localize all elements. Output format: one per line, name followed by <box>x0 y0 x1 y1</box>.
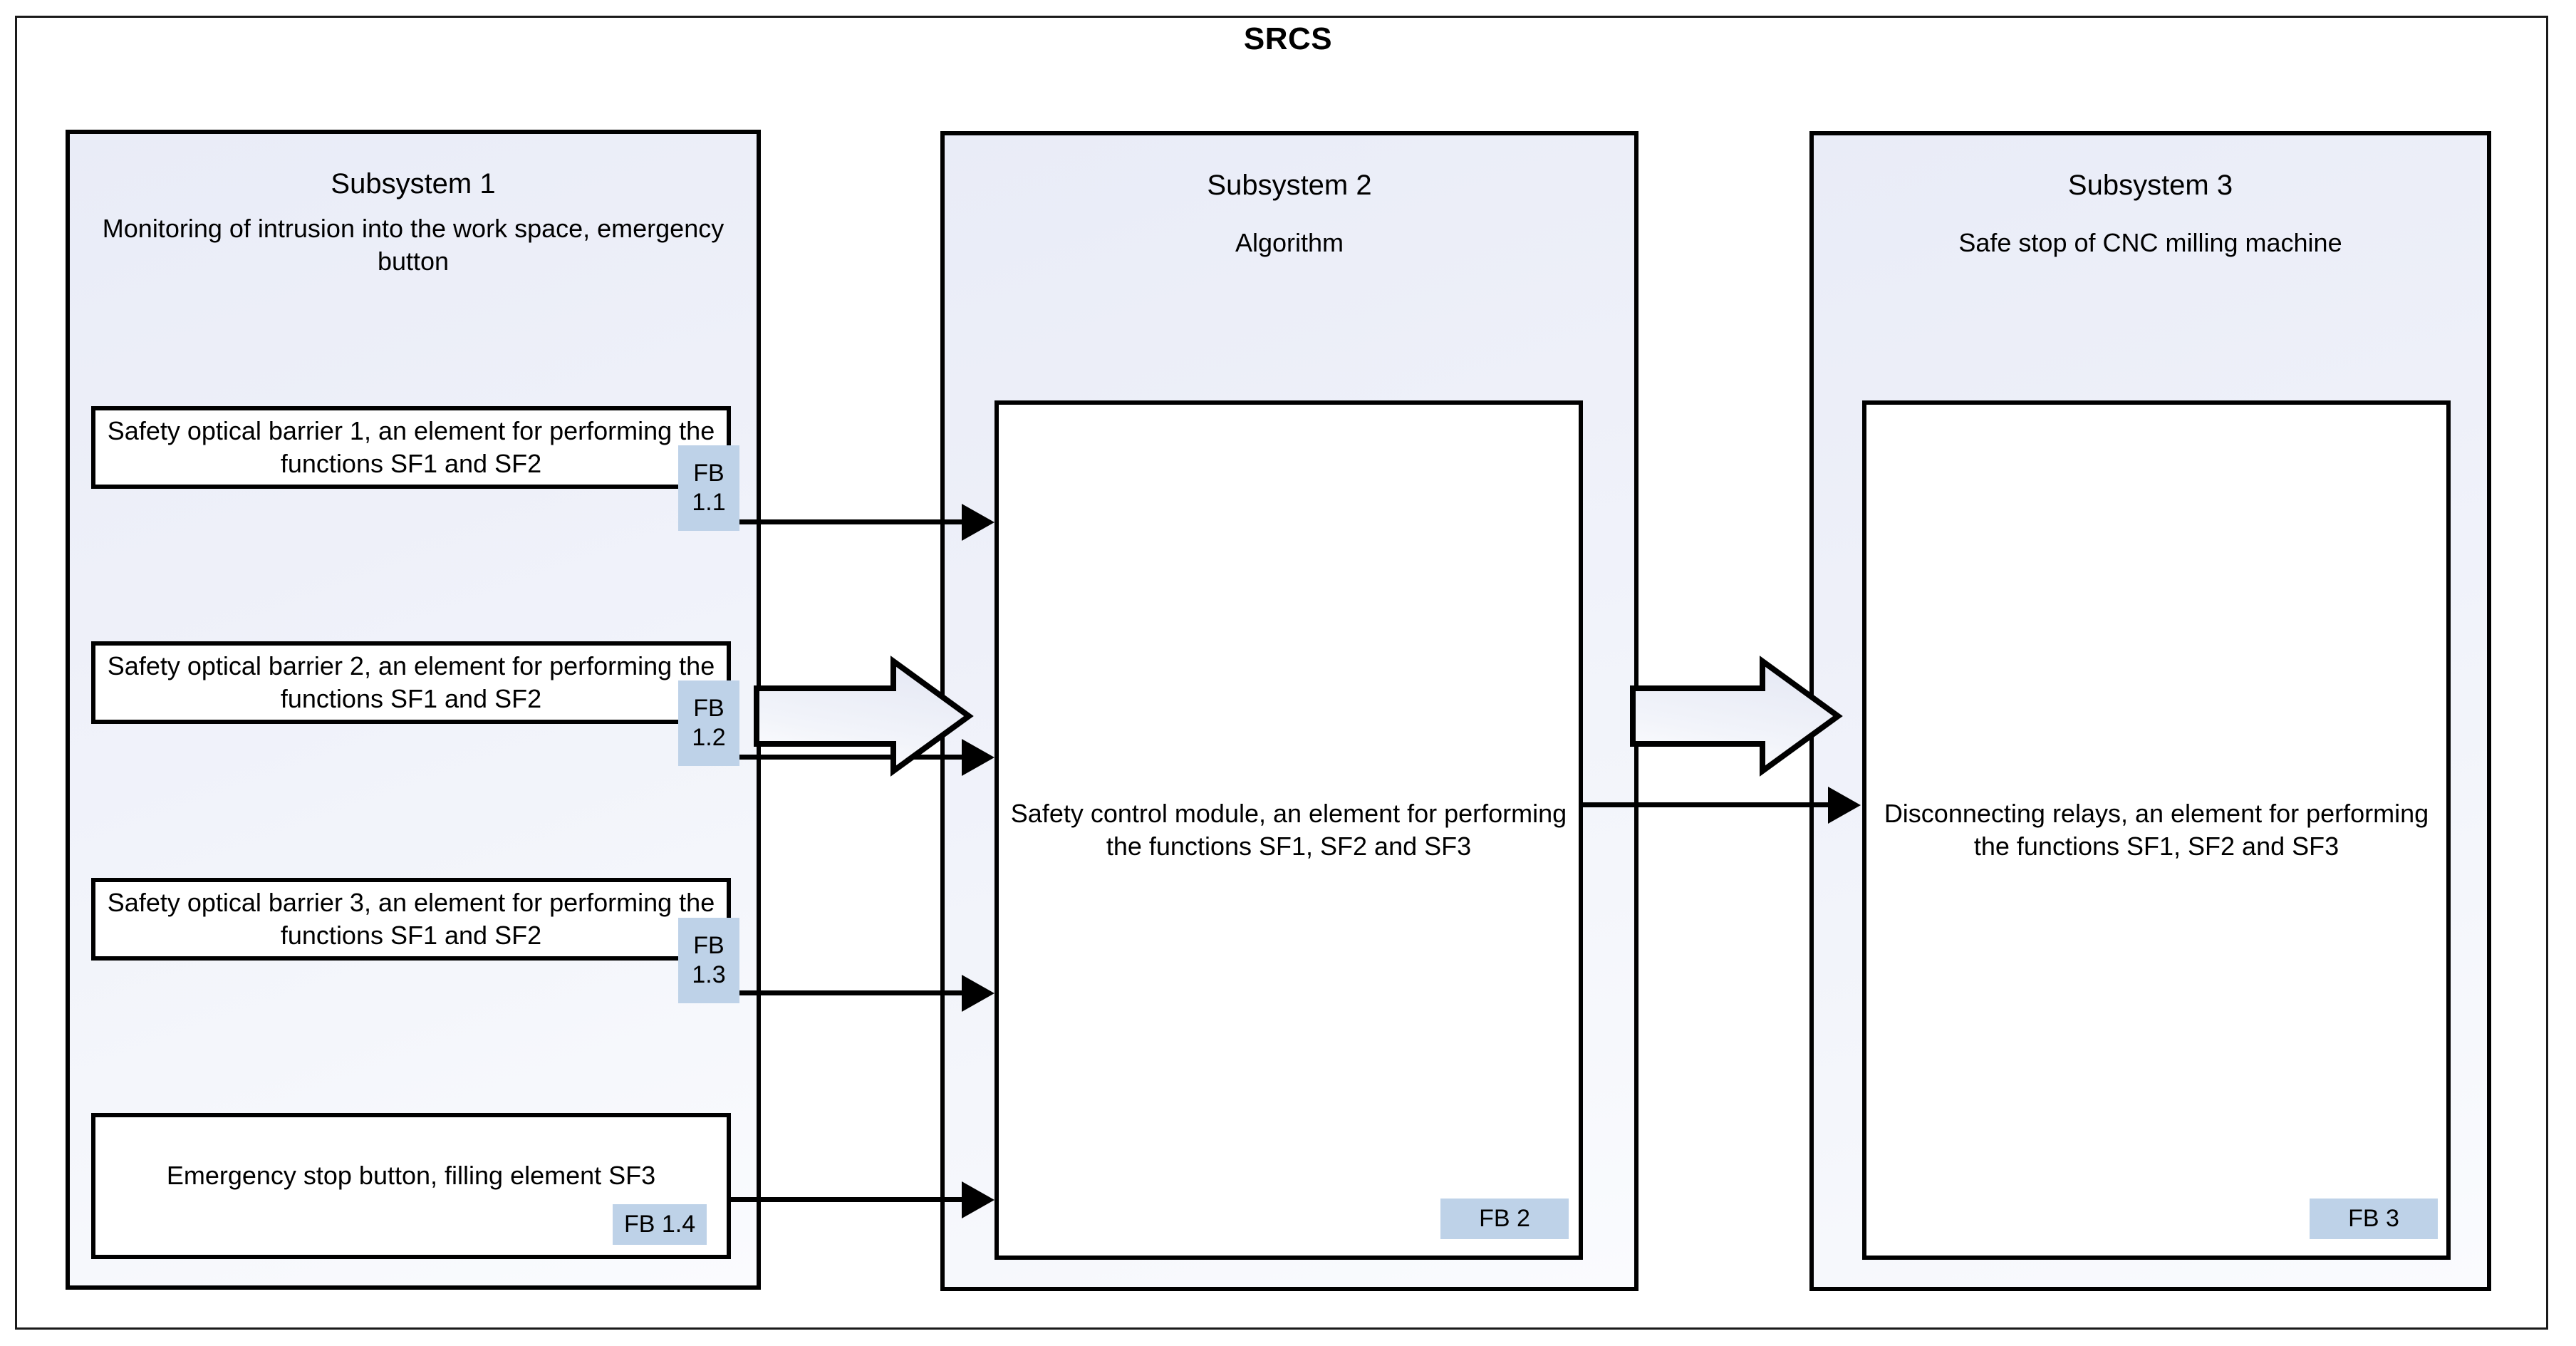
subsystem-1-element-4-text: Emergency stop button, filling element S… <box>166 1161 656 1191</box>
badge-fb-1-4-label: FB 1.4 <box>624 1211 696 1238</box>
subsystem-1-element-1[interactable]: Safety optical barrier 1, an element for… <box>91 406 731 489</box>
subsystem-2-title: Subsystem 2 <box>1207 170 1372 201</box>
badge-fb-1-4: FB 1.4 <box>613 1204 707 1246</box>
block-arrow-subsystem-1-to-2 <box>754 656 974 777</box>
connector-element-3-to-subsystem-2 <box>731 990 966 995</box>
subsystem-1-header: Subsystem 1 Monitoring of intrusion into… <box>70 168 757 278</box>
badge-fb-1-1: FB 1.1 <box>678 445 739 531</box>
badge-fb-2-label: FB 2 <box>1479 1205 1530 1232</box>
connector-element-2-to-subsystem-2 <box>731 755 966 760</box>
arrowhead-element-3 <box>962 975 994 1012</box>
badge-fb-1-2-line-2: 1.2 <box>692 724 726 751</box>
subsystem-1-element-3-text: Safety optical barrier 3, an element for… <box>107 887 715 950</box>
subsystem-1-subtitle: Monitoring of intrusion into the work sp… <box>102 214 724 276</box>
badge-fb-1-2-line-1: FB <box>693 694 724 722</box>
badge-fb-1-3-line-2: 1.3 <box>692 961 726 988</box>
arrowhead-element-2 <box>962 739 994 776</box>
connector-element-4-to-subsystem-2 <box>731 1197 966 1202</box>
subsystem-1-element-3[interactable]: Safety optical barrier 3, an element for… <box>91 878 731 961</box>
subsystem-2-element-1-text: Safety control module, an element for pe… <box>1010 798 1567 861</box>
subsystem-1-element-1-text: Safety optical barrier 1, an element for… <box>107 415 715 478</box>
page-title: SRCS <box>1243 21 1333 56</box>
badge-fb-2: FB 2 <box>1440 1199 1569 1240</box>
subsystem-1-element-2-text: Safety optical barrier 2, an element for… <box>107 651 715 713</box>
subsystem-2-header: Subsystem 2 Algorithm <box>945 170 1634 259</box>
badge-fb-1-1-line-2: 1.1 <box>692 489 726 516</box>
arrowhead-subsystem-2-to-subsystem-3 <box>1828 787 1861 824</box>
subsystem-3-element-1-text: Disconnecting relays, an element for per… <box>1884 798 2429 861</box>
badge-fb-1-1-line-1: FB <box>693 459 724 487</box>
arrowhead-element-1 <box>962 504 994 541</box>
subsystem-3-element-1[interactable]: Disconnecting relays, an element for per… <box>1862 400 2451 1260</box>
badge-fb-1-3: FB 1.3 <box>678 918 739 1003</box>
badge-fb-1-2: FB 1.2 <box>678 680 739 766</box>
subsystem-2-subtitle: Algorithm <box>1235 228 1344 257</box>
badge-fb-1-3-line-1: FB <box>693 931 724 959</box>
subsystem-3-header: Subsystem 3 Safe stop of CNC milling mac… <box>1814 170 2487 259</box>
connector-element-1-to-subsystem-2 <box>731 519 966 524</box>
arrowhead-element-4 <box>962 1181 994 1218</box>
subsystem-1-element-2[interactable]: Safety optical barrier 2, an element for… <box>91 641 731 724</box>
connector-subsystem-2-to-subsystem-3 <box>1583 802 1832 807</box>
block-arrow-subsystem-2-to-3 <box>1630 656 1843 777</box>
subsystem-3-title: Subsystem 3 <box>2067 170 2233 201</box>
badge-fb-3-label: FB 3 <box>2348 1205 2399 1232</box>
badge-fb-3: FB 3 <box>2310 1199 2438 1240</box>
subsystem-3-subtitle: Safe stop of CNC milling machine <box>1958 228 2342 257</box>
subsystem-1-title: Subsystem 1 <box>331 168 496 200</box>
subsystem-2-element-1[interactable]: Safety control module, an element for pe… <box>994 400 1583 1260</box>
